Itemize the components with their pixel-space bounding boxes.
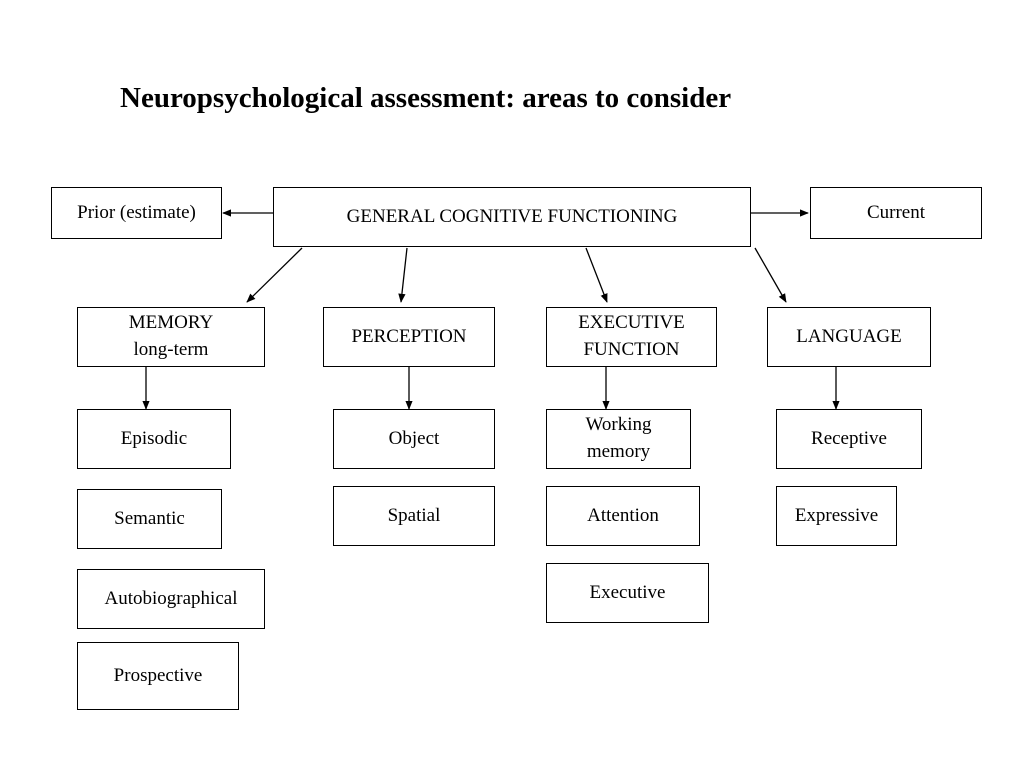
language-box: LANGUAGE bbox=[767, 307, 931, 367]
slide-title: Neuropsychological assessment: areas to … bbox=[120, 82, 732, 114]
arrow-general-to-executive-function bbox=[585, 247, 608, 303]
episodic-box: Episodic bbox=[77, 409, 231, 469]
semantic-box: Semantic bbox=[77, 489, 222, 549]
prospective-box: Prospective bbox=[77, 642, 239, 710]
memory-box: MEMORY long-term bbox=[77, 307, 265, 367]
arrow-general-to-perception bbox=[398, 247, 408, 303]
arrow-general-to-memory bbox=[246, 247, 303, 303]
attention-box: Attention bbox=[546, 486, 700, 546]
spatial-box: Spatial bbox=[333, 486, 495, 546]
prior-estimate-box: Prior (estimate) bbox=[51, 187, 222, 239]
general-cognitive-functioning-box: GENERAL COGNITIVE FUNCTIONING bbox=[273, 187, 751, 247]
executive-box: Executive bbox=[546, 563, 709, 623]
expressive-box: Expressive bbox=[776, 486, 897, 546]
current-box: Current bbox=[810, 187, 982, 239]
arrow-general-to-language bbox=[754, 247, 787, 303]
autobiographical-box: Autobiographical bbox=[77, 569, 265, 629]
receptive-box: Receptive bbox=[776, 409, 922, 469]
executive-function-box: EXECUTIVE FUNCTION bbox=[546, 307, 717, 367]
perception-box: PERCEPTION bbox=[323, 307, 495, 367]
working-memory-box: Working memory bbox=[546, 409, 691, 469]
object-box: Object bbox=[333, 409, 495, 469]
